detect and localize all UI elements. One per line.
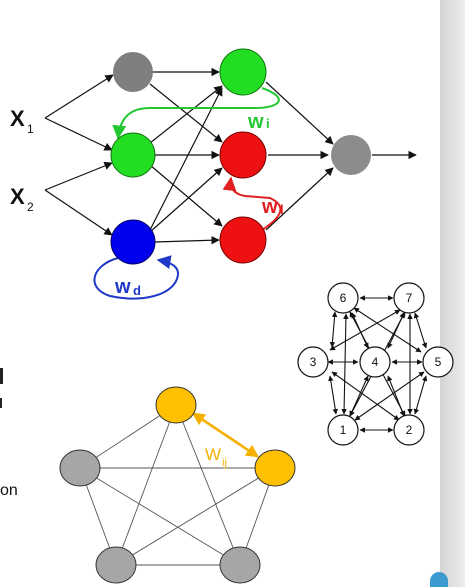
weight-label-wi: w i <box>247 111 270 133</box>
node-gray-output <box>331 135 371 175</box>
input-label-x2: X 2 <box>10 184 34 214</box>
weight-edge-wij <box>191 412 260 458</box>
hidden-connections <box>149 67 417 245</box>
recurrent-loop-wd <box>93 255 180 300</box>
svg-text:w: w <box>247 111 264 133</box>
node-gray-input-layer <box>113 52 153 92</box>
input-label-x1: X 1 <box>10 106 34 136</box>
node-green-layer2 <box>219 48 267 96</box>
page-edge-bar <box>440 0 465 587</box>
hopfield-label-2: 2 <box>406 423 413 437</box>
complete-node-bottom-left <box>95 546 137 584</box>
hopfield-node-labels: 6 7 3 4 5 1 2 <box>310 291 442 437</box>
svg-text:d: d <box>133 283 141 298</box>
svg-text:W: W <box>205 445 221 464</box>
cropped-text-fragment: on <box>0 482 18 499</box>
hopfield-label-4: 4 <box>372 355 379 369</box>
svg-text:X: X <box>10 184 25 209</box>
svg-text:w: w <box>114 276 131 298</box>
complete-graph-nodes <box>59 386 296 584</box>
complete-node-bottom-right <box>219 546 261 584</box>
hopfield-node-2 <box>393 414 425 446</box>
recurrent-network-diagram: X 1 X 2 w i w l w d <box>10 48 417 300</box>
recurrent-loop-wl <box>222 176 282 231</box>
svg-text:l: l <box>280 202 284 217</box>
complete-graph-edges <box>79 404 276 566</box>
node-red-layer2-bottom <box>219 216 267 264</box>
cropped-glyph-2 <box>0 398 2 408</box>
complete-node-right <box>254 449 296 487</box>
complete-node-left <box>59 449 101 487</box>
svg-text:i: i <box>266 116 270 131</box>
hopfield-label-3: 3 <box>310 355 317 369</box>
hopfield-nodes <box>297 282 454 446</box>
hopfield-edges <box>327 295 428 433</box>
cropped-glyph-1 <box>0 368 3 384</box>
node-red-layer2-top <box>219 131 267 179</box>
weight-label-wl: w l <box>261 196 284 218</box>
node-green-layer1 <box>110 132 156 178</box>
weight-label-wd: w d <box>114 276 141 298</box>
recurrent-loop-wi <box>112 87 280 140</box>
hopfield-node-4 <box>359 346 391 378</box>
node-blue-layer1 <box>110 219 156 265</box>
weight-label-wij: W ij <box>205 445 227 469</box>
complete-node-top <box>155 386 197 424</box>
hopfield-node-3 <box>297 346 329 378</box>
svg-text:ij: ij <box>222 457 227 469</box>
svg-text:X: X <box>10 106 25 131</box>
input-connections <box>44 74 114 236</box>
svg-text:w: w <box>261 196 278 218</box>
hopfield-label-1: 1 <box>340 423 347 437</box>
svg-text:2: 2 <box>27 200 34 214</box>
corner-logo-fragment <box>430 572 448 587</box>
svg-text:1: 1 <box>27 122 34 136</box>
hopfield-node-1 <box>327 414 359 446</box>
